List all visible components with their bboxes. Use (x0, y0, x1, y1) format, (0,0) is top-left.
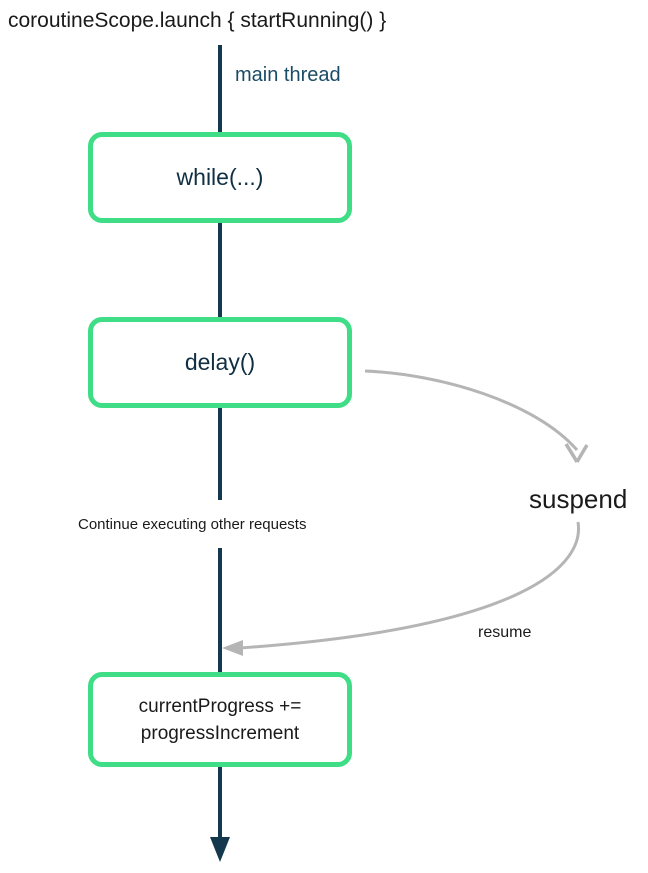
node-while: while(...) (88, 132, 352, 223)
main-thread-label: main thread (235, 64, 341, 86)
code-title: coroutineScope.launch { startRunning() } (8, 9, 387, 32)
node-while-label: while(...) (176, 164, 264, 190)
resume-arrowhead-icon (222, 640, 243, 656)
resume-curve (239, 521, 581, 650)
suspend-annotation: suspend (529, 484, 628, 514)
node-progress-label-line1: currentProgress += (138, 695, 302, 717)
node-delay-label: delay() (184, 349, 256, 375)
thread-arrowhead-icon (210, 837, 230, 862)
suspend-curve (364, 369, 579, 451)
suspend-arrowhead-icon (564, 443, 589, 463)
node-progress-label-line2: progressIncrement (140, 722, 300, 744)
node-delay: delay() (88, 317, 352, 408)
resume-annotation: resume (478, 624, 532, 641)
node-progress: currentProgress += progressIncrement (88, 672, 352, 767)
continue-annotation: Continue executing other requests (78, 516, 307, 533)
